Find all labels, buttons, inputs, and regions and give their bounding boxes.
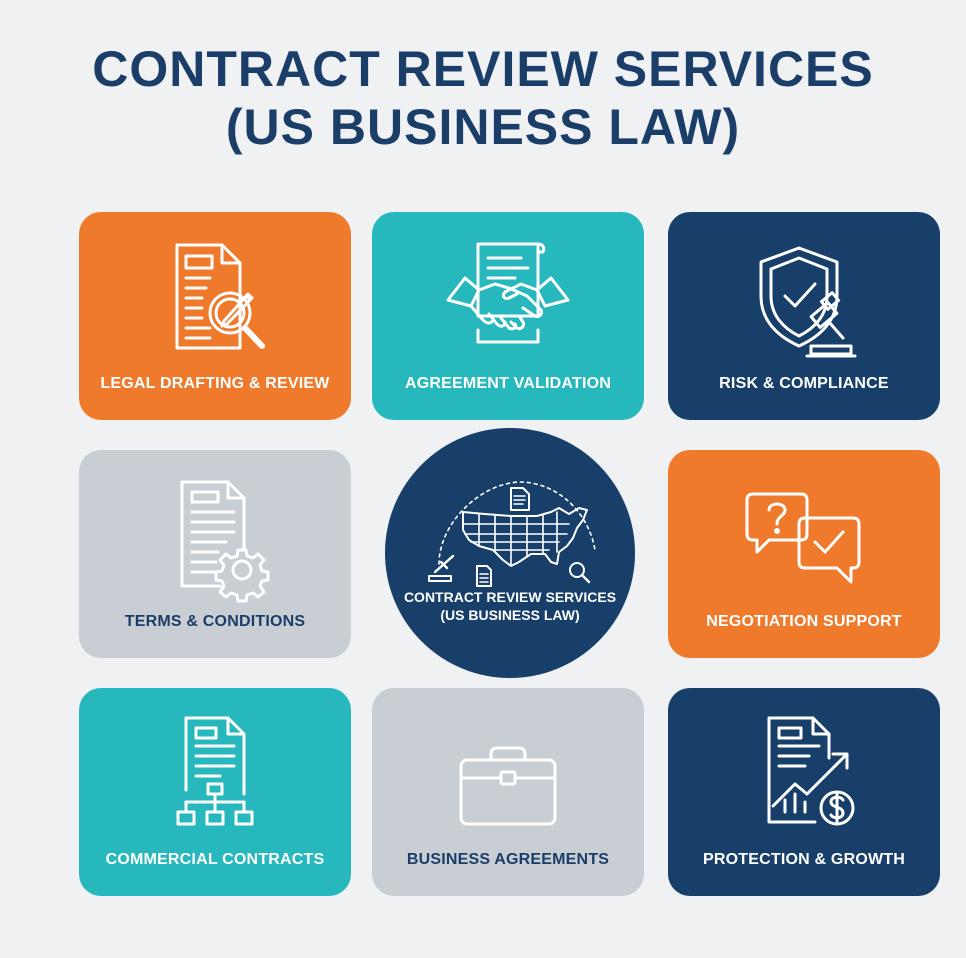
page-title: CONTRACT REVIEW SERVICES (US BUSINESS LA…	[0, 40, 966, 156]
tile-label: BUSINESS AGREEMENTS	[406, 851, 610, 868]
tile-negotiation-support[interactable]: NEGOTIATION SUPPORT	[668, 450, 940, 658]
handshake-document-icon	[446, 242, 570, 344]
tile-label: TERMS & CONDITIONS	[124, 613, 306, 630]
tile-label: RISK & COMPLIANCE	[719, 375, 889, 392]
page-title-line-1: CONTRACT REVIEW SERVICES	[92, 41, 874, 97]
tile-commercial-contracts[interactable]: COMMERCIAL CONTRACTS	[79, 688, 351, 896]
briefcase-icon	[459, 746, 557, 826]
tile-label: PROTECTION & GROWTH	[702, 851, 905, 868]
speech-bubbles-question-check-icon	[745, 492, 861, 584]
tile-label: AGREEMENT VALIDATION	[404, 375, 612, 392]
tile-label: NEGOTIATION SUPPORT	[706, 613, 902, 630]
document-growth-chart-dollar-icon	[767, 716, 855, 826]
document-gear-icon	[180, 480, 270, 603]
us-map-documents-icon	[428, 481, 596, 587]
shield-gavel-icon	[759, 246, 857, 358]
center-hub-label-line-1: CONTRACT REVIEW SERVICES	[403, 589, 617, 605]
document-flowchart-icon	[176, 716, 254, 826]
tile-legal-drafting-review[interactable]: LEGAL DRAFTING & REVIEW	[79, 212, 351, 420]
document-magnifier-pencil-icon	[175, 243, 265, 350]
center-hub[interactable]: CONTRACT REVIEW SERVICES (US BUSINESS LA…	[381, 424, 639, 682]
tile-risk-compliance[interactable]: RISK & COMPLIANCE	[668, 212, 940, 420]
tile-label: LEGAL DRAFTING & REVIEW	[100, 375, 330, 392]
tile-business-agreements[interactable]: BUSINESS AGREEMENTS	[372, 688, 644, 896]
tile-terms-conditions[interactable]: TERMS & CONDITIONS	[79, 450, 351, 658]
center-hub-label-line-2: (US BUSINESS LAW)	[440, 607, 580, 623]
center-hub-label: CONTRACT REVIEW SERVICES (US BUSINESS LA…	[385, 588, 635, 624]
tile-agreement-validation[interactable]: AGREEMENT VALIDATION	[372, 212, 644, 420]
tile-label: COMMERCIAL CONTRACTS	[105, 851, 325, 868]
page-title-line-2: (US BUSINESS LAW)	[225, 99, 741, 155]
tile-protection-growth[interactable]: PROTECTION & GROWTH	[668, 688, 940, 896]
